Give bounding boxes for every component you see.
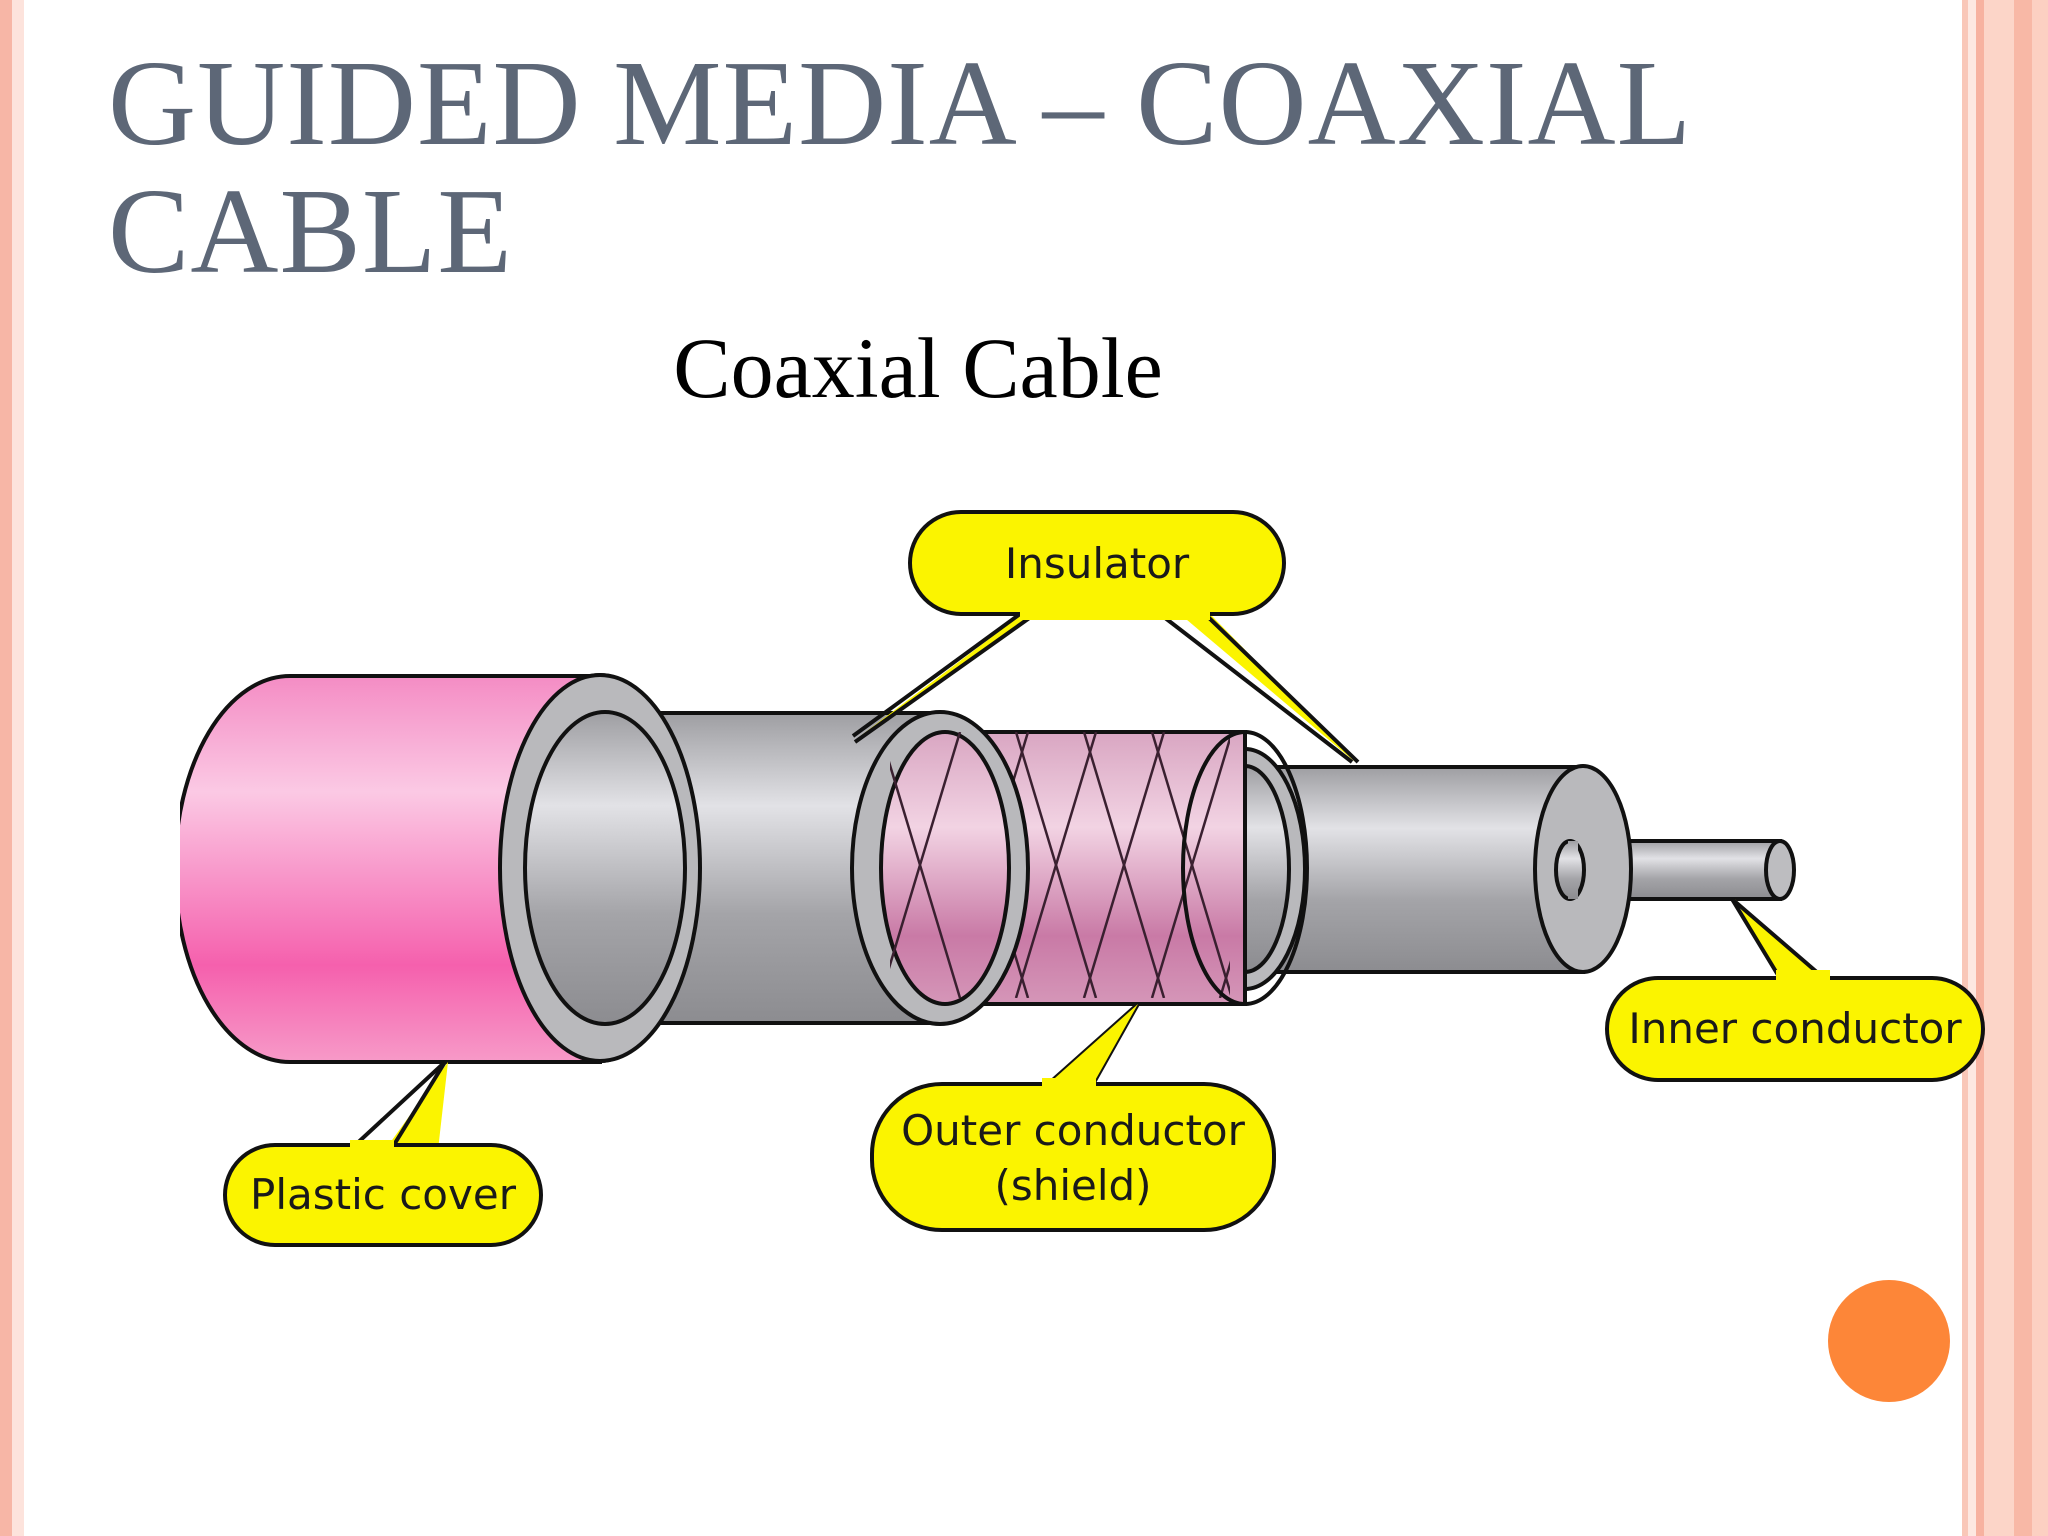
coaxial-cable-diagram: Insulator Plastic cover Outer conductor … — [180, 510, 1985, 1247]
plastic-cover-layer — [180, 673, 702, 1064]
slide-title: GUIDED MEDIA – COAXIAL CABLE — [108, 36, 1688, 299]
callout-insulator: Insulator — [851, 510, 1360, 764]
callout-plastic-cover: Plastic cover — [223, 1060, 543, 1247]
svg-text:Outer conductor: Outer conductor — [901, 1106, 1246, 1155]
outer-conductor-label-line2: (shield) — [994, 1161, 1151, 1210]
decorative-orange-circle — [1828, 1280, 1950, 1402]
callout-inner-conductor: Inner conductor — [1605, 897, 1985, 1082]
left-decorative-border — [0, 0, 24, 1536]
insulator-layer — [1183, 747, 1633, 991]
svg-text:(shield): (shield) — [994, 1161, 1151, 1210]
plastic-cover-label: Plastic cover — [250, 1170, 517, 1219]
insulator-label: Insulator — [1005, 539, 1190, 588]
inner-conductor-label: Inner conductor — [1628, 1004, 1962, 1053]
callout-outer-conductor: Outer conductor (shield) — [870, 1002, 1276, 1232]
right-decorative-border — [1962, 0, 2048, 1536]
outer-conductor-label-line1: Outer conductor — [901, 1106, 1246, 1155]
slide-subtitle: Coaxial Cable — [673, 320, 1163, 416]
